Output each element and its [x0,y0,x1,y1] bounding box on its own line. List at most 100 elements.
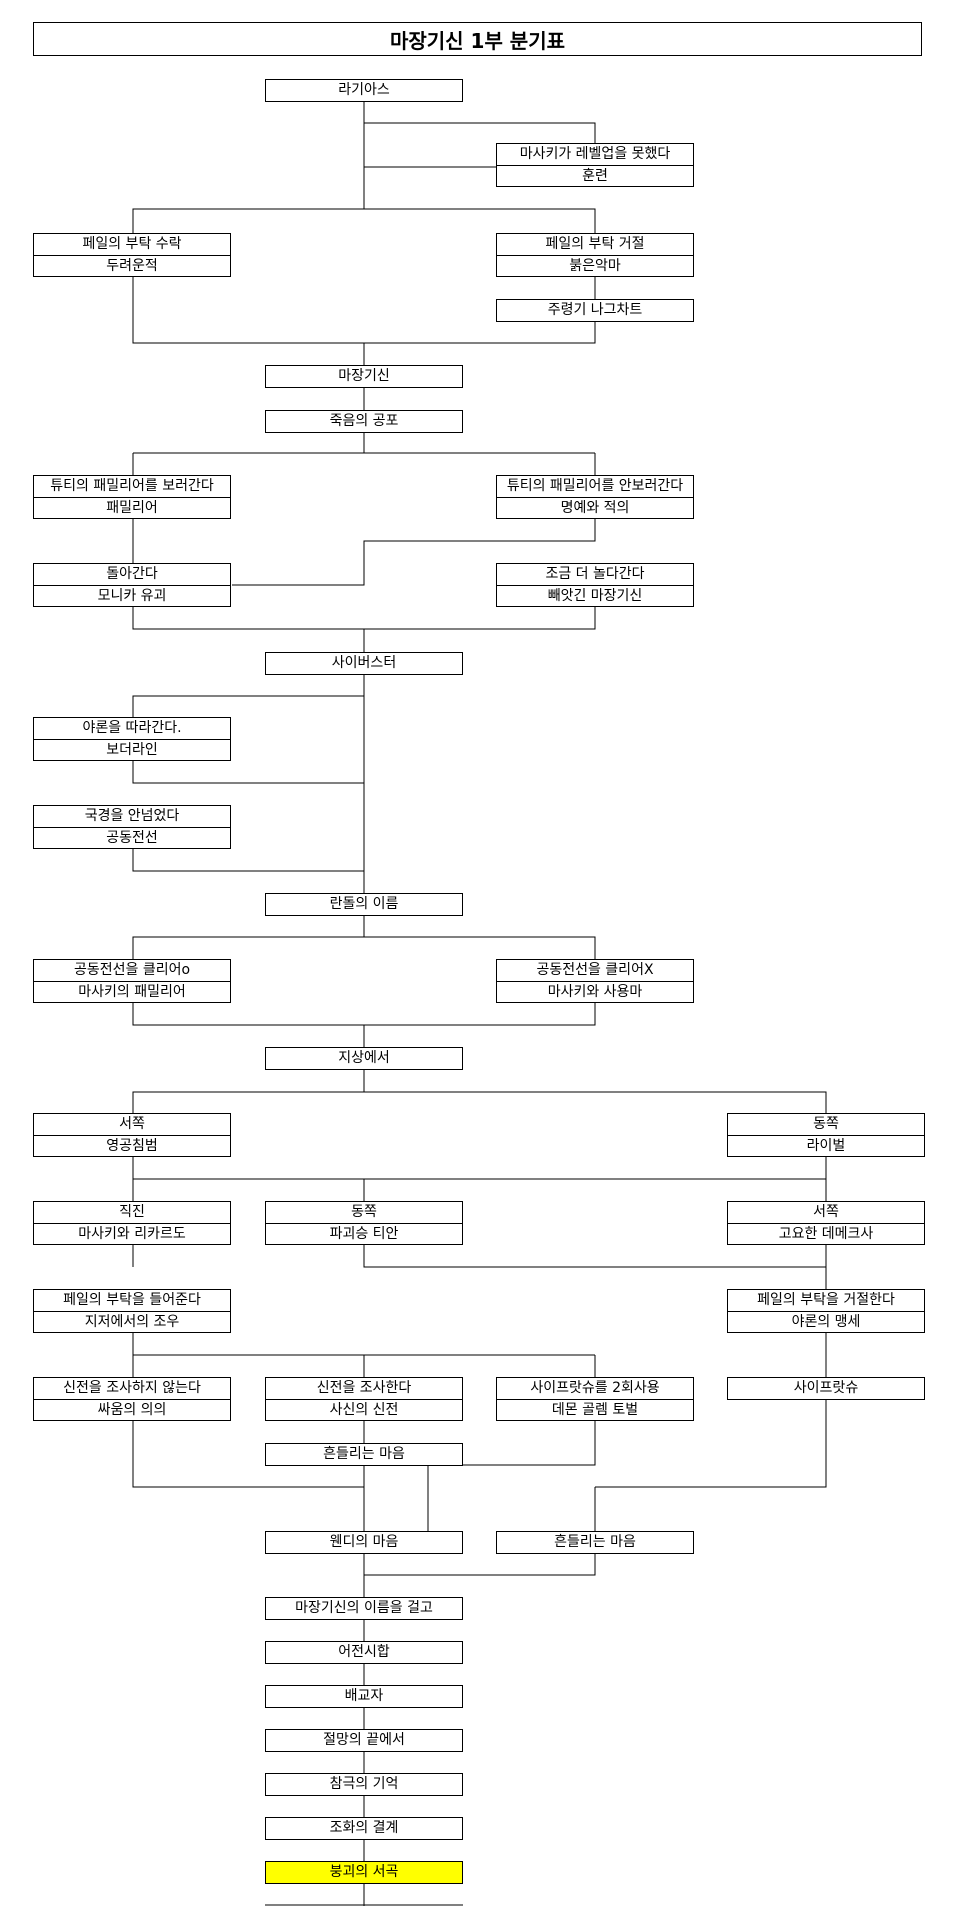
node-title: 마사키가 레벨업을 못했다 [519,146,671,162]
node-title: 라기아스 [338,82,390,98]
node-subtitle: 파괴승 티안 [266,1223,462,1245]
node-play-more: 조금 더 놀다간다 빼앗긴 마장기신 [496,563,694,607]
node-not-see-familiar: 튜티의 패밀리어를 안보러간다 명예와 적의 [496,475,694,519]
node-title: 동쪽 [813,1116,839,1132]
node-title: 페일의 부탁을 들어준다 [63,1292,201,1308]
node-title: 사이프랏슈 [793,1380,859,1396]
node-joint-clear-x: 공동전선을 클리어X 마사키와 사용마 [496,959,694,1003]
node-cyflash-twice: 사이프랏슈를 2회사용 데몬 골렘 토벌 [496,1377,694,1421]
node-title: 동쪽 [351,1204,377,1220]
node-subtitle: 야론의 맹세 [728,1311,924,1333]
node-subtitle: 싸움의 의의 [34,1399,230,1421]
node-title: 어전시합 [338,1644,390,1660]
node-title: 신전을 조사한다 [316,1380,412,1396]
node-not-cross-border: 국경을 안넘었다 공동전선 [33,805,231,849]
diagram-title: 마장기신 1부 분기표 [33,22,922,56]
node-subtitle: 라이벌 [728,1135,924,1157]
node-subtitle: 지저에서의 조우 [34,1311,230,1333]
node-tragic-memory: 참극의 기억 [265,1773,463,1796]
node-randol-name: 란돌의 이름 [265,893,463,916]
node-title: 마장기신의 이름을 걸고 [295,1600,433,1616]
node-subtitle: 데몬 골렘 토벌 [497,1399,693,1421]
node-subtitle: 영공침범 [34,1135,230,1157]
node-straight: 직진 마사키와 리카르도 [33,1201,231,1245]
node-east-1: 동쪽 라이벌 [727,1113,925,1157]
node-title: 웬디의 마음 [329,1534,399,1550]
node-see-familiar: 튜티의 패밀리어를 보러간다 패밀리어 [33,475,231,519]
node-title: 붕괴의 서곡 [329,1864,399,1880]
node-title: 페일의 부탁을 거절한다 [757,1292,895,1308]
node-title: 사이프랏슈를 2회사용 [530,1380,660,1396]
node-title: 공동전선을 클리어o [73,962,191,978]
node-wavering-heart-1: 흔들리는 마음 [265,1443,463,1466]
node-title: 흔들리는 마음 [554,1534,636,1550]
node-title: 지상에서 [338,1050,390,1066]
node-follow-yaron: 야론을 따라간다. 보더라인 [33,717,231,761]
node-ragias: 라기아스 [265,79,463,102]
node-accept-fail-2: 페일의 부탁을 들어준다 지저에서의 조우 [33,1289,231,1333]
node-title: 튜티의 패밀리어를 보러간다 [50,478,214,494]
node-refuse-fail-2: 페일의 부탁을 거절한다 야론의 맹세 [727,1289,925,1333]
node-subtitle: 모니카 유괴 [34,585,230,607]
node-title: 돌아간다 [106,566,158,582]
node-title: 참극의 기억 [329,1776,399,1792]
node-title: 직진 [119,1204,145,1220]
node-subtitle: 보더라인 [34,739,230,761]
node-apostate: 배교자 [265,1685,463,1708]
node-title: 페일의 부탁 수락 [82,236,182,252]
node-subtitle: 빼앗긴 마장기신 [497,585,693,607]
node-royal-tournament: 어전시합 [265,1641,463,1664]
node-title: 마장기신 [338,368,390,384]
node-investigate-temple: 신전을 조사한다 사신의 신전 [265,1377,463,1421]
node-accept-fail-request: 페일의 부탁 수락 두려운적 [33,233,231,277]
node-subtitle: 붉은악마 [497,255,693,277]
node-prelude-of-collapse: 붕괴의 서곡 [265,1861,463,1884]
node-refuse-fail-request: 페일의 부탁 거절 붉은악마 [496,233,694,277]
node-title: 사이버스터 [331,655,397,671]
node-title: 란돌의 이름 [329,896,399,912]
node-title: 조금 더 놀다간다 [545,566,645,582]
node-cybuster: 사이버스터 [265,652,463,675]
node-title: 서쪽 [813,1204,839,1220]
node-no-levelup: 마사키가 레벨업을 못했다 훈련 [496,143,694,187]
node-subtitle: 공동전선 [34,827,230,849]
node-joint-clear-o: 공동전선을 클리어o 마사키의 패밀리어 [33,959,231,1003]
node-masoukishin: 마장기신 [265,365,463,388]
node-title: 흔들리는 마음 [323,1446,405,1462]
node-title: 페일의 부탁 거절 [545,236,645,252]
node-subtitle: 고요한 데메크사 [728,1223,924,1245]
node-subtitle: 명예와 적의 [497,497,693,519]
node-title: 튜티의 패밀리어를 안보러간다 [506,478,684,494]
node-subtitle: 사신의 신전 [266,1399,462,1421]
node-title: 절망의 끝에서 [323,1732,405,1748]
node-on-surface: 지상에서 [265,1047,463,1070]
node-title: 국경을 안넘었다 [84,808,180,824]
node-in-name-of-masoukishin: 마장기신의 이름을 걸고 [265,1597,463,1620]
node-subtitle: 훈련 [497,165,693,187]
node-title: 조화의 결계 [329,1820,399,1836]
node-title: 서쪽 [119,1116,145,1132]
node-title: 공동전선을 클리어X [536,962,654,978]
node-wavering-heart-2: 흔들리는 마음 [496,1531,694,1554]
node-subtitle: 마사키와 사용마 [497,981,693,1003]
node-end-of-despair: 절망의 끝에서 [265,1729,463,1752]
node-title: 야론을 따라간다. [82,720,182,736]
node-subtitle: 패밀리어 [34,497,230,519]
node-not-investigate-temple: 신전을 조사하지 않는다 싸움의 의의 [33,1377,231,1421]
node-fear-of-death: 죽음의 공포 [265,410,463,433]
node-go-back: 돌아간다 모니카 유괴 [33,563,231,607]
node-subtitle: 마사키와 리카르도 [34,1223,230,1245]
node-title: 신전을 조사하지 않는다 [63,1380,201,1396]
node-title: 주령기 나그차트 [547,302,643,318]
node-wendy-heart: 웬디의 마음 [265,1531,463,1554]
node-nagchart: 주령기 나그차트 [496,299,694,322]
node-subtitle: 두려운적 [34,255,230,277]
node-harmony-barrier: 조화의 결계 [265,1817,463,1840]
node-subtitle: 마사키의 패밀리어 [34,981,230,1003]
node-cyflash: 사이프랏슈 [727,1377,925,1400]
node-west-2: 서쪽 고요한 데메크사 [727,1201,925,1245]
node-west-1: 서쪽 영공침범 [33,1113,231,1157]
node-east-2: 동쪽 파괴승 티안 [265,1201,463,1245]
node-title: 죽음의 공포 [329,413,399,429]
